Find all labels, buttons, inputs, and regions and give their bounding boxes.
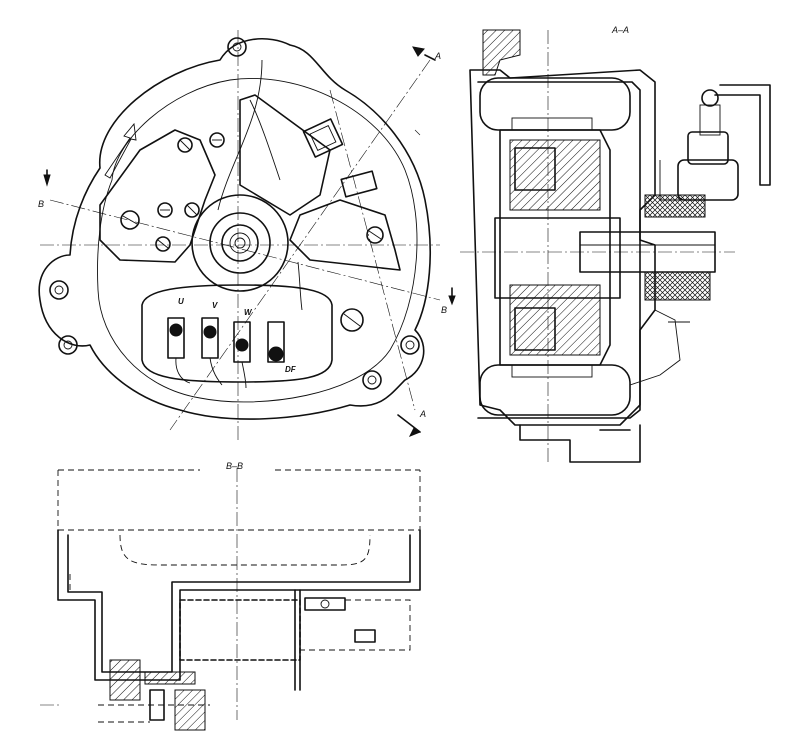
terminal-df-label: DF [285,365,296,374]
front-view [38,30,456,440]
terminal-u-label: U [178,297,184,306]
terminal-v-label: V [212,301,218,310]
section-aa-label: A–A [612,25,630,35]
section-bb-view [40,468,421,731]
cut-mark-b-left: B [38,199,45,209]
cut-mark-a-top: A [435,51,442,61]
cut-mark-a-bottom: A [420,409,427,419]
section-aa-view [460,29,771,463]
section-bb-label: B–B [226,461,244,471]
cut-mark-b-right: B [441,305,448,315]
terminal-w-label: W [244,308,252,317]
